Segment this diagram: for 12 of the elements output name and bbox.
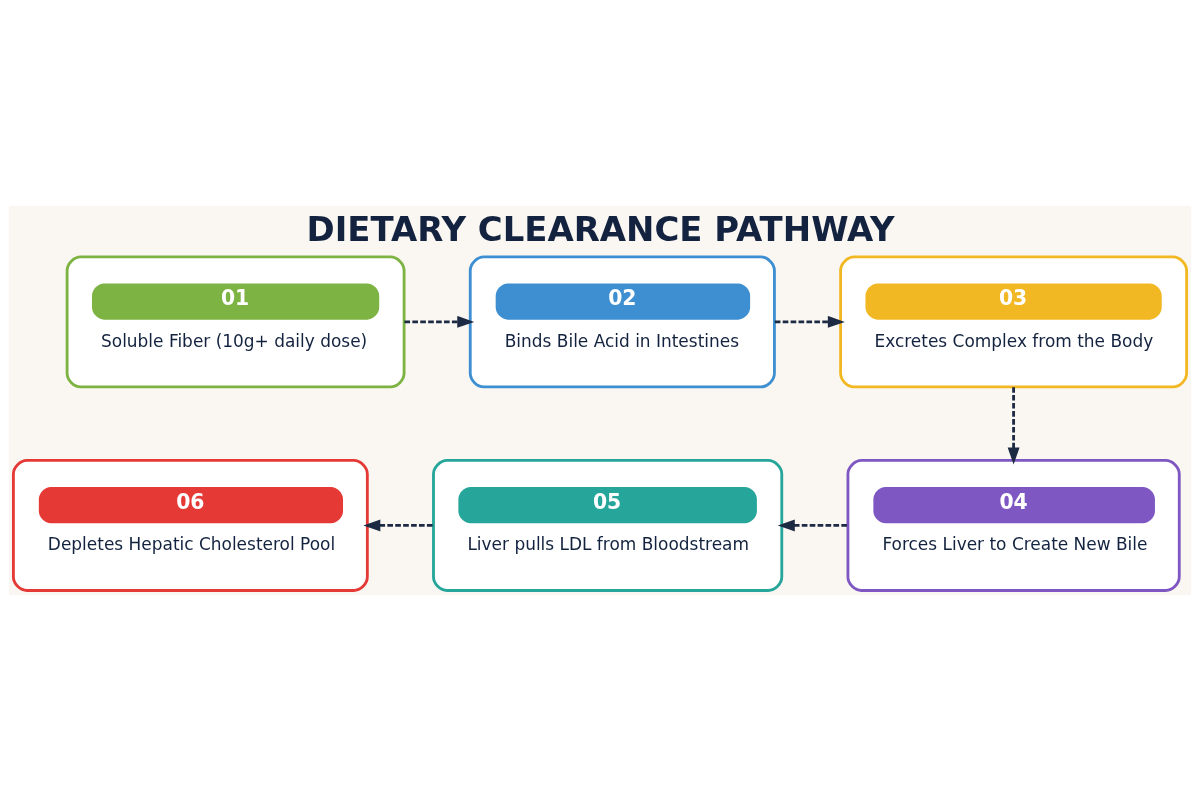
node-box: 01 Soluble Fiber (10g+ daily dose) — [65, 254, 406, 388]
arrow — [777, 519, 848, 531]
node-box: 02 Binds Bile Acid in Intestines — [468, 254, 776, 388]
arrow — [404, 315, 475, 328]
node-box: 05 Liver pulls LDL from Bloodstream — [432, 458, 784, 592]
arrow — [774, 315, 845, 328]
arrow — [363, 519, 434, 531]
arrow — [1007, 386, 1020, 465]
node-box: 04 Forces Liver to Create New Bile — [846, 458, 1181, 592]
diagram-title: DIETARY CLEARANCE PATHWAY — [306, 209, 895, 249]
node-box: 03 Excretes Complex from the Body — [839, 254, 1189, 388]
node-box: 06 Depletes Hepatic Cholesterol Pool — [11, 458, 369, 592]
